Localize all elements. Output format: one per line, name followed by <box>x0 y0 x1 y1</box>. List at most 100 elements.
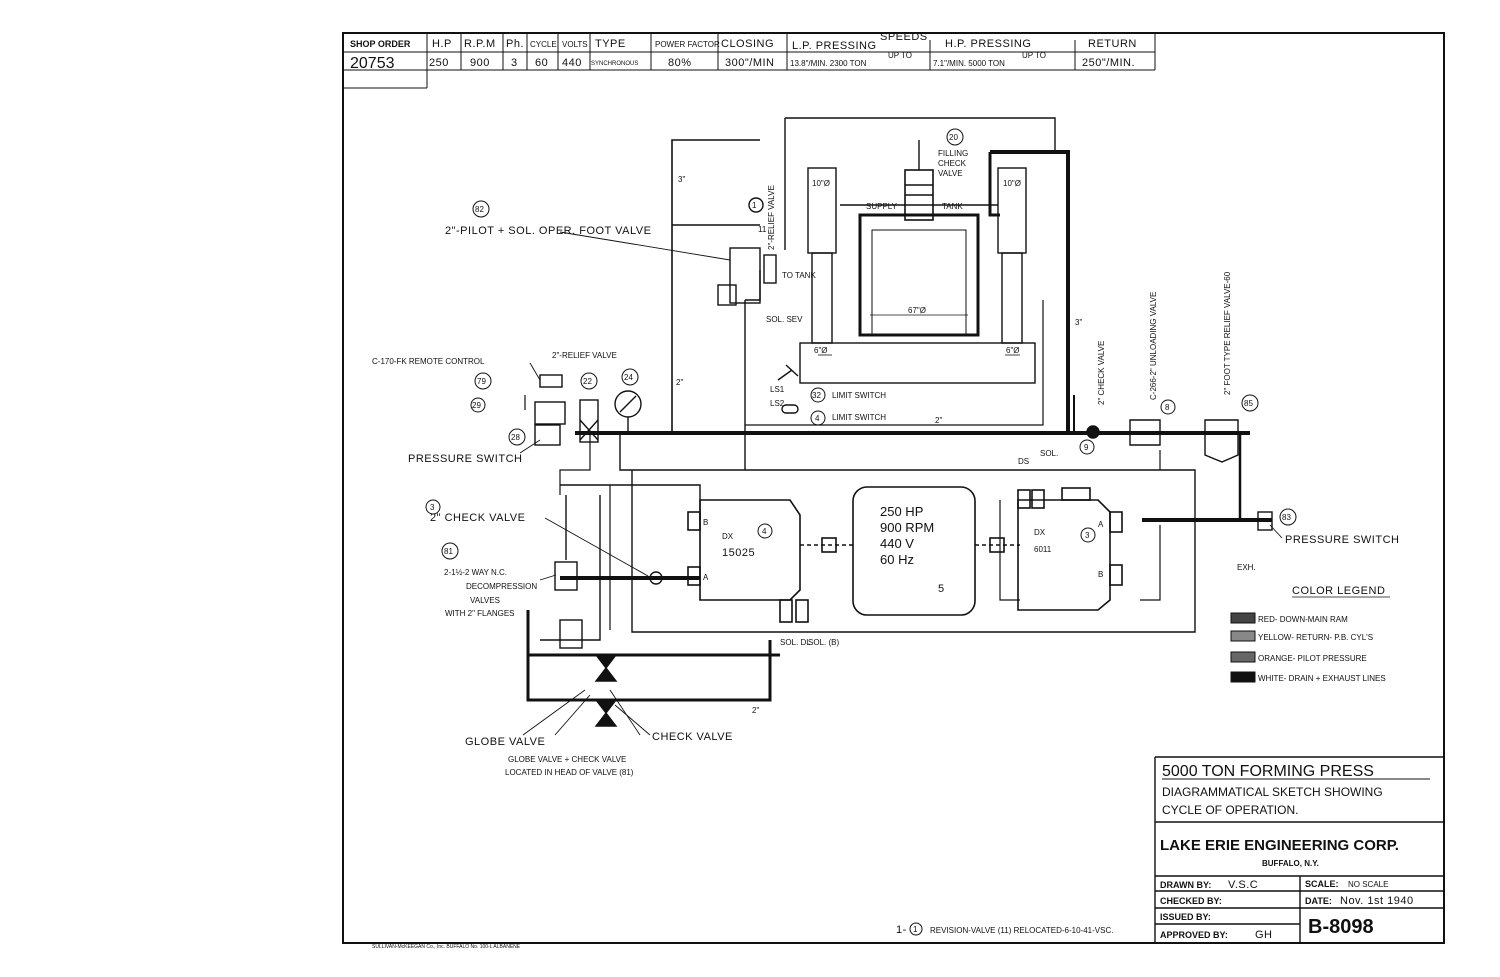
label-port-b-left: B <box>703 518 708 527</box>
label-dia-main: 67"Ø <box>908 306 926 315</box>
title-main: 5000 TON FORMING PRESS <box>1162 763 1374 780</box>
title-scale-label: SCALE: <box>1305 879 1339 889</box>
label-ls2: LS2 <box>770 399 785 408</box>
val-closing: 300"/MIN <box>725 57 774 69</box>
val-shop-order: 20753 <box>350 55 395 72</box>
sol-b-box <box>795 599 809 623</box>
hdr-shop-order: SHOP ORDER <box>350 39 411 49</box>
val-ph: 3 <box>511 57 518 69</box>
label-num-83: 83 <box>1282 513 1291 522</box>
val-rpm: 900 <box>470 57 490 69</box>
val-lp-pressing: 13.8"/MIN. 2300 TON <box>790 59 867 68</box>
foot-valve-82 <box>729 247 761 304</box>
check-valve-3 <box>649 571 663 585</box>
title-date: Nov. 1st 1940 <box>1340 895 1414 907</box>
label-num-85: 85 <box>1244 399 1253 408</box>
legend-swatch-yellow <box>1230 630 1256 642</box>
label-exh: EXH. <box>1237 563 1256 572</box>
label-ds: DS <box>1018 457 1029 466</box>
label-motor-num: 5 <box>938 583 944 595</box>
hdr-return: RETURN <box>1088 38 1137 50</box>
components <box>534 197 1273 727</box>
label-num-29: 29 <box>472 401 481 410</box>
val-power-factor: 80% <box>668 57 692 69</box>
legend-swatch-red <box>1230 612 1256 624</box>
hdr-hp-pressing: H.P. PRESSING <box>945 38 1031 50</box>
pressure-switch-83 <box>1257 511 1273 531</box>
relief-valve-22 <box>579 399 599 443</box>
label-globe-note-2: LOCATED IN HEAD OF VALVE (81) <box>505 768 634 777</box>
label-supply: SUPPLY <box>866 202 898 211</box>
val-hp-pressing: 7.1"/MIN. 5000 TON <box>933 59 1005 68</box>
hdr-lp-pressing: L.P. PRESSING <box>792 40 877 52</box>
label-limit-switch-1: LIMIT SWITCH <box>832 391 886 400</box>
label-tank: TANK <box>942 202 963 211</box>
up-to-hp: UP TO <box>1022 51 1046 60</box>
legend-item-2: YELLOW- RETURN- P.B. CYL'S <box>1258 633 1373 642</box>
label-num-81: 81 <box>444 547 453 556</box>
remote-control-valve <box>539 374 563 388</box>
label-pump-left-name: DX <box>722 532 734 541</box>
callout-20 <box>946 128 964 146</box>
label-filling-num: 20 <box>949 133 958 142</box>
check-valve-9 <box>1086 425 1100 439</box>
title-approved-by: GH <box>1255 929 1273 941</box>
title-drawing-no: B-8098 <box>1308 916 1374 938</box>
label-motor-rpm: 900 RPM <box>880 520 934 535</box>
label-pipe-3-top: 3" <box>678 175 685 184</box>
label-revision-text: REVISION-VALVE (11) RELOCATED-6-10-41-VS… <box>930 926 1113 935</box>
label-limit-switch-2: LIMIT SWITCH <box>832 413 886 422</box>
pump-dx-15025 <box>699 499 801 601</box>
callout-82 <box>472 200 490 218</box>
label-num-79: 79 <box>477 377 486 386</box>
spec-table <box>343 33 1156 89</box>
label-port-a-left: A <box>703 573 709 582</box>
label-dia-low-left: 6"Ø <box>814 346 828 355</box>
label-valve: VALVE <box>938 169 963 178</box>
title-subtitle-1: DIAGRAMMATICAL SKETCH SHOWING <box>1162 785 1383 799</box>
label-globe-valve: GLOBE VALVE <box>465 736 545 748</box>
hdr-cycle: CYCLE <box>530 40 557 49</box>
label-motor-hp: 250 HP <box>880 504 923 519</box>
spec-table-values: 20753 250 900 3 60 440 SYNCHRONOUS 80% 3… <box>350 55 1135 72</box>
title-drawn-by: V.S.C <box>1228 879 1258 891</box>
title-company: LAKE ERIE ENGINEERING CORP. <box>1160 837 1399 854</box>
legend-swatch-white <box>1230 671 1256 683</box>
label-pipe-3-right: 3" <box>1075 318 1082 327</box>
spec-table-headers: SHOP ORDER H.P R.P.M Ph. CYCLE VOLTS TYP… <box>350 31 1137 60</box>
hdr-closing: CLOSING <box>721 38 774 50</box>
hdr-speeds: SPEEDS <box>880 31 928 43</box>
hdr-volts: VOLTS <box>562 40 588 49</box>
val-volts: 440 <box>562 57 582 69</box>
label-port-a-right: A <box>1098 520 1104 529</box>
label-motor-v: 440 V <box>880 536 914 551</box>
legend-swatch-orange <box>1230 651 1256 663</box>
hdr-hp: H.P <box>432 38 452 50</box>
label-decomp-2: DECOMPRESSION <box>466 582 537 591</box>
title-subtitle-2: CYCLE OF OPERATION. <box>1162 803 1298 817</box>
label-decomp-1: 2-1½-2 WAY N.C. <box>444 568 507 577</box>
hdr-power-factor: POWER FACTOR <box>655 40 720 49</box>
label-sol-b: SOL. (B) <box>808 638 839 647</box>
title-block-text: 5000 TON FORMING PRESS DIAGRAMMATICAL SK… <box>1160 763 1430 941</box>
hdr-ph: Ph. <box>506 38 524 50</box>
decompression-valve-upper <box>554 561 578 591</box>
label-sol-top: SOL. <box>1040 449 1058 458</box>
label-dia-right: 10"Ø <box>1003 179 1021 188</box>
label-sol-dl: SOL. DL <box>780 638 811 647</box>
label-pressure-switch-right: PRESSURE SWITCH <box>1285 534 1399 546</box>
label-num-8: 8 <box>1165 403 1170 412</box>
label-remote-control: C-170-FK REMOTE CONTROL <box>372 357 485 366</box>
pressure-switch-left-body <box>534 401 566 425</box>
label-ls1: LS1 <box>770 385 785 394</box>
label-pipe-2-bottom: 2" <box>752 706 759 715</box>
pump-dx-6011 <box>1017 499 1111 611</box>
component-labels: 82 2"-PILOT + SOL. OPER. FOOT VALVE 1 2"… <box>372 128 1399 950</box>
label-port-b-right: B <box>1098 570 1103 579</box>
title-scale: NO SCALE <box>1348 880 1388 889</box>
label-num-9: 9 <box>1084 443 1089 452</box>
label-dia-low-right: 6"Ø <box>1006 346 1020 355</box>
label-num-4: 4 <box>815 414 820 423</box>
